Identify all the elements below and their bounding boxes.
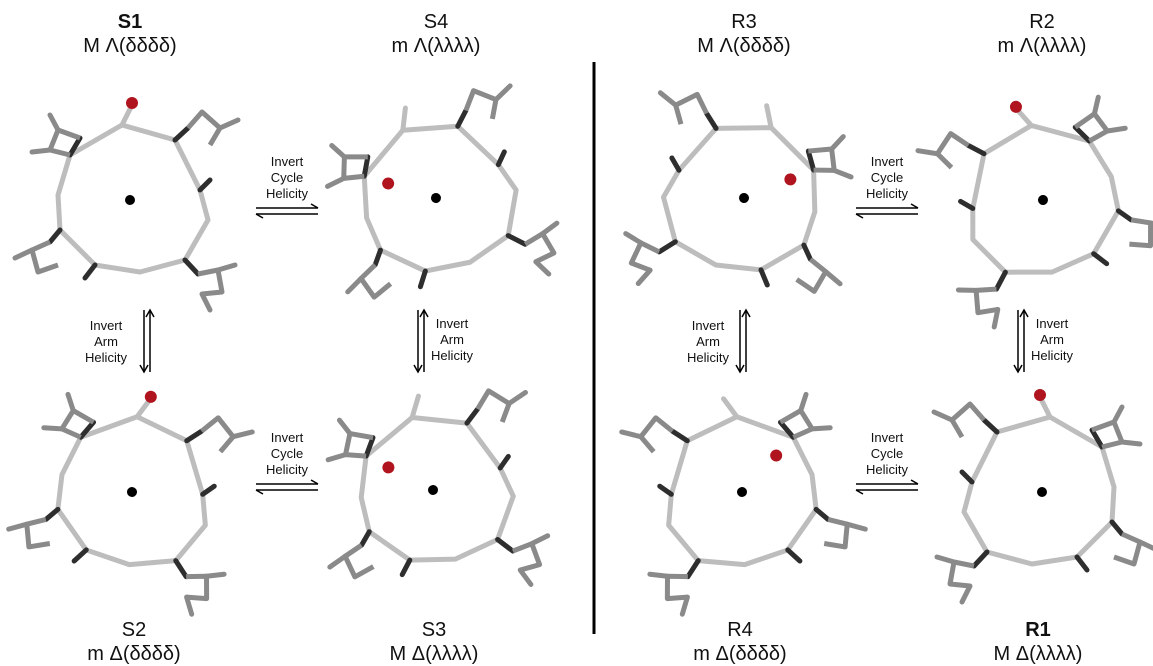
label-r3: R3 M Λ(δδδδ) [654,10,834,58]
molecule-r3 [611,78,879,334]
structure-descriptor: M Λ(δδδδ) [697,35,791,57]
label-s2: S2 m Δ(δδδδ) [44,618,224,666]
molecule-s4 [295,72,575,341]
structure-descriptor: M Δ(λλλλ) [389,643,479,665]
molecule-r2 [912,71,1153,334]
structure-id: S3 [421,619,447,641]
oxygen-atom-icon [144,390,157,403]
arrow-label-line: Helicity [85,350,127,365]
oxygen-atom-icon [770,449,783,462]
structure-id: R4 [727,619,753,641]
structure-id: S2 [121,619,147,641]
structure-descriptor: m Λ(λλλλ) [391,35,481,57]
arrow-label-line: Invert [1035,316,1069,331]
arrow-label-line: Arm [1040,332,1064,347]
arrow-label-line: Invert [691,318,725,333]
oxygen-atom-icon [1009,100,1022,113]
label-s1: S1 M Λ(δδδδ) [40,10,220,58]
oxygen-atom-icon [784,173,797,186]
molecule-r4 [619,378,874,619]
arrow-label-arm-r-right: Invert Arm Helicity [1012,316,1092,364]
arrow-label-line: Helicity [866,186,908,201]
label-r1: R1 M Δ(λλλλ) [948,618,1128,666]
molecule-s1 [15,97,238,310]
structure-descriptor: M Δ(λλλλ) [993,643,1083,665]
arrow-label-line: Helicity [1031,348,1073,363]
arrow-label-line: Cycle [270,170,304,185]
structure-id: S4 [423,11,449,33]
structure-id: R3 [731,11,757,33]
structure-descriptor: m Δ(δδδδ) [87,643,181,665]
arrow-label-cycle-s-lower: Invert Cycle Helicity [247,430,327,478]
arrow-label-line: Helicity [431,348,473,363]
equilibrium-arrow-icon [139,203,1029,495]
arrow-label-arm-s-right: Invert Arm Helicity [412,316,492,364]
label-r4: R4 m Δ(δδδδ) [650,618,830,666]
arrow-label-line: Invert [870,154,904,169]
arrow-label-cycle-s: Invert Cycle Helicity [247,154,327,202]
label-s3: S3 M Δ(λλλλ) [344,618,524,666]
arrow-label-line: Invert [89,318,123,333]
molecule-s3 [303,378,558,619]
arrow-label-line: Arm [440,332,464,347]
arrow-label-cycle-r: Invert Cycle Helicity [847,154,927,202]
arrow-label-line: Helicity [687,350,729,365]
arrow-label-line: Invert [870,430,904,445]
arrow-label-line: Invert [270,430,304,445]
oxygen-atom-icon [382,461,395,474]
arrow-label-line: Invert [435,316,469,331]
label-s4: S4 m Λ(λλλλ) [346,10,526,58]
structure-id: S1 [117,11,143,33]
label-r2: R2 m Λ(λλλλ) [952,10,1132,58]
arrow-label-line: Invert [270,154,304,169]
arrow-label-line: Helicity [866,462,908,477]
arrow-label-cycle-r-lower: Invert Cycle Helicity [847,430,927,478]
oxygen-atom-icon [382,177,395,190]
molecule-r1 [934,389,1153,602]
arrow-label-line: Arm [696,334,720,349]
arrow-label-arm-r-left: Invert Arm Helicity [668,318,748,366]
structure-descriptor: m Λ(λλλλ) [997,35,1087,57]
molecule-s2 [0,371,256,619]
arrow-label-line: Arm [94,334,118,349]
arrow-label-line: Cycle [270,446,304,461]
arrow-label-line: Cycle [870,170,904,185]
arrow-label-arm-s-left: Invert Arm Helicity [66,318,146,366]
structure-descriptor: m Δ(δδδδ) [693,643,787,665]
oxygen-atom-icon [126,97,138,109]
oxygen-atom-icon [1034,389,1046,401]
structure-descriptor: M Λ(δδδδ) [83,35,177,57]
arrow-label-line: Cycle [870,446,904,461]
structure-id: R2 [1029,11,1055,33]
arrow-label-line: Helicity [266,462,308,477]
structure-id: R1 [1025,619,1051,641]
arrow-label-line: Helicity [266,186,308,201]
